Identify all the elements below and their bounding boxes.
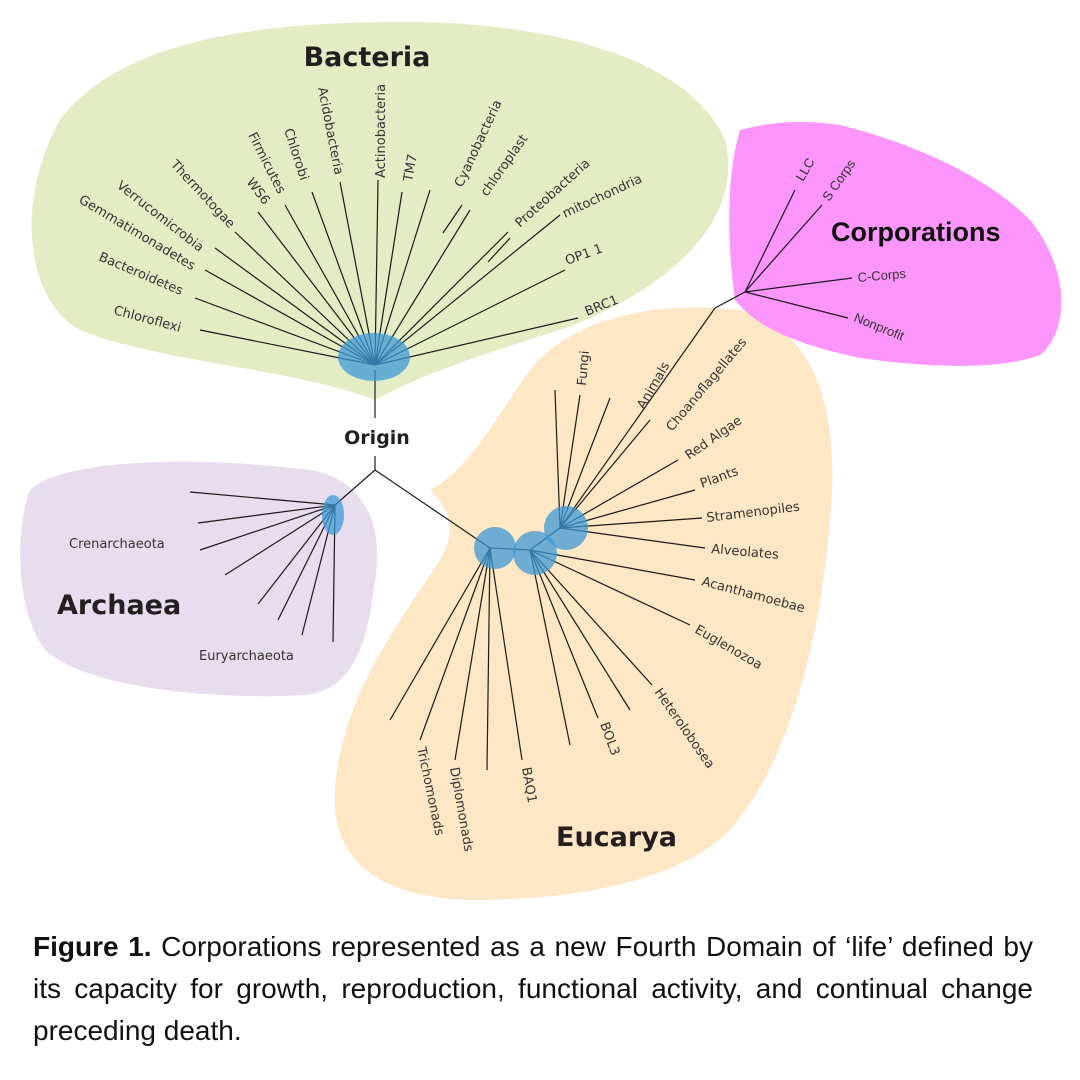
eucarya-node-1 [474,527,516,569]
archaea-leaf-labels: Crenarchaeota Euryarchaeota [69,537,294,664]
tree-of-life-diagram: Chloroflexi Bacteroidetes Gemmatimonadet… [20,21,1062,900]
leaf-label: Alveolates [711,542,780,563]
leaf-label: Fungi [575,350,593,386]
bacteria-region [31,21,729,401]
origin-label: Origin [344,427,410,449]
corporations-branches [744,189,853,319]
figure-caption: Figure 1. Corporations represented as a … [33,926,1033,1052]
caption-label: Figure 1. [33,931,152,962]
corporations-region [729,122,1062,366]
bacteria-node [338,333,410,381]
leaf-label: Euryarchaeota [199,649,294,664]
caption-text: Corporations represented as a new Fourth… [33,931,1033,1046]
corporations-title: Corporations [831,217,1001,247]
archaea-node [322,495,344,535]
leaf-label: Crenarchaeota [69,537,165,552]
eucarya-branches [389,389,706,771]
eucarya-node-3 [544,506,588,550]
eucarya-title: Eucarya [556,822,677,853]
leaf-label: C-Corps [857,266,907,285]
leaf-label: TM7 [401,153,421,184]
eucarya-region [334,307,833,900]
eucarya-node-2 [513,531,557,575]
archaea-branches [189,491,336,643]
archaea-title: Archaea [57,590,181,621]
leaf-label: BAQ1 [518,766,539,804]
bacteria-title: Bacteria [304,42,431,73]
leaf-label: Actinobacteria [374,84,389,178]
